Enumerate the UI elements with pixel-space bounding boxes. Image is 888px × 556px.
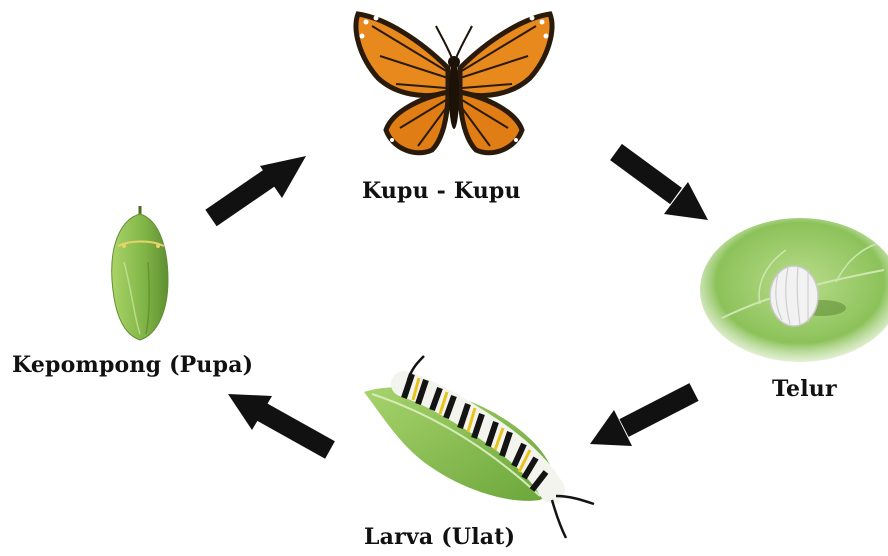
larva-label: Larva (Ulat) (364, 524, 515, 550)
pupa-label: Kepompong (Pupa) (12, 352, 253, 378)
butterfly-label: Kupu - Kupu (362, 178, 521, 204)
pupa-image (112, 206, 168, 340)
arrow-larva-to-pupa (228, 394, 330, 450)
arrow-butterfly-to-egg (616, 152, 708, 220)
arrow-egg-to-larva (590, 392, 694, 446)
arrow-pupa-to-butterfly (211, 156, 306, 218)
egg-on-leaf-image (700, 218, 888, 362)
larva-on-leaf-image (364, 356, 594, 538)
egg-label: Telur (772, 376, 837, 402)
butterfly-image (356, 14, 552, 153)
